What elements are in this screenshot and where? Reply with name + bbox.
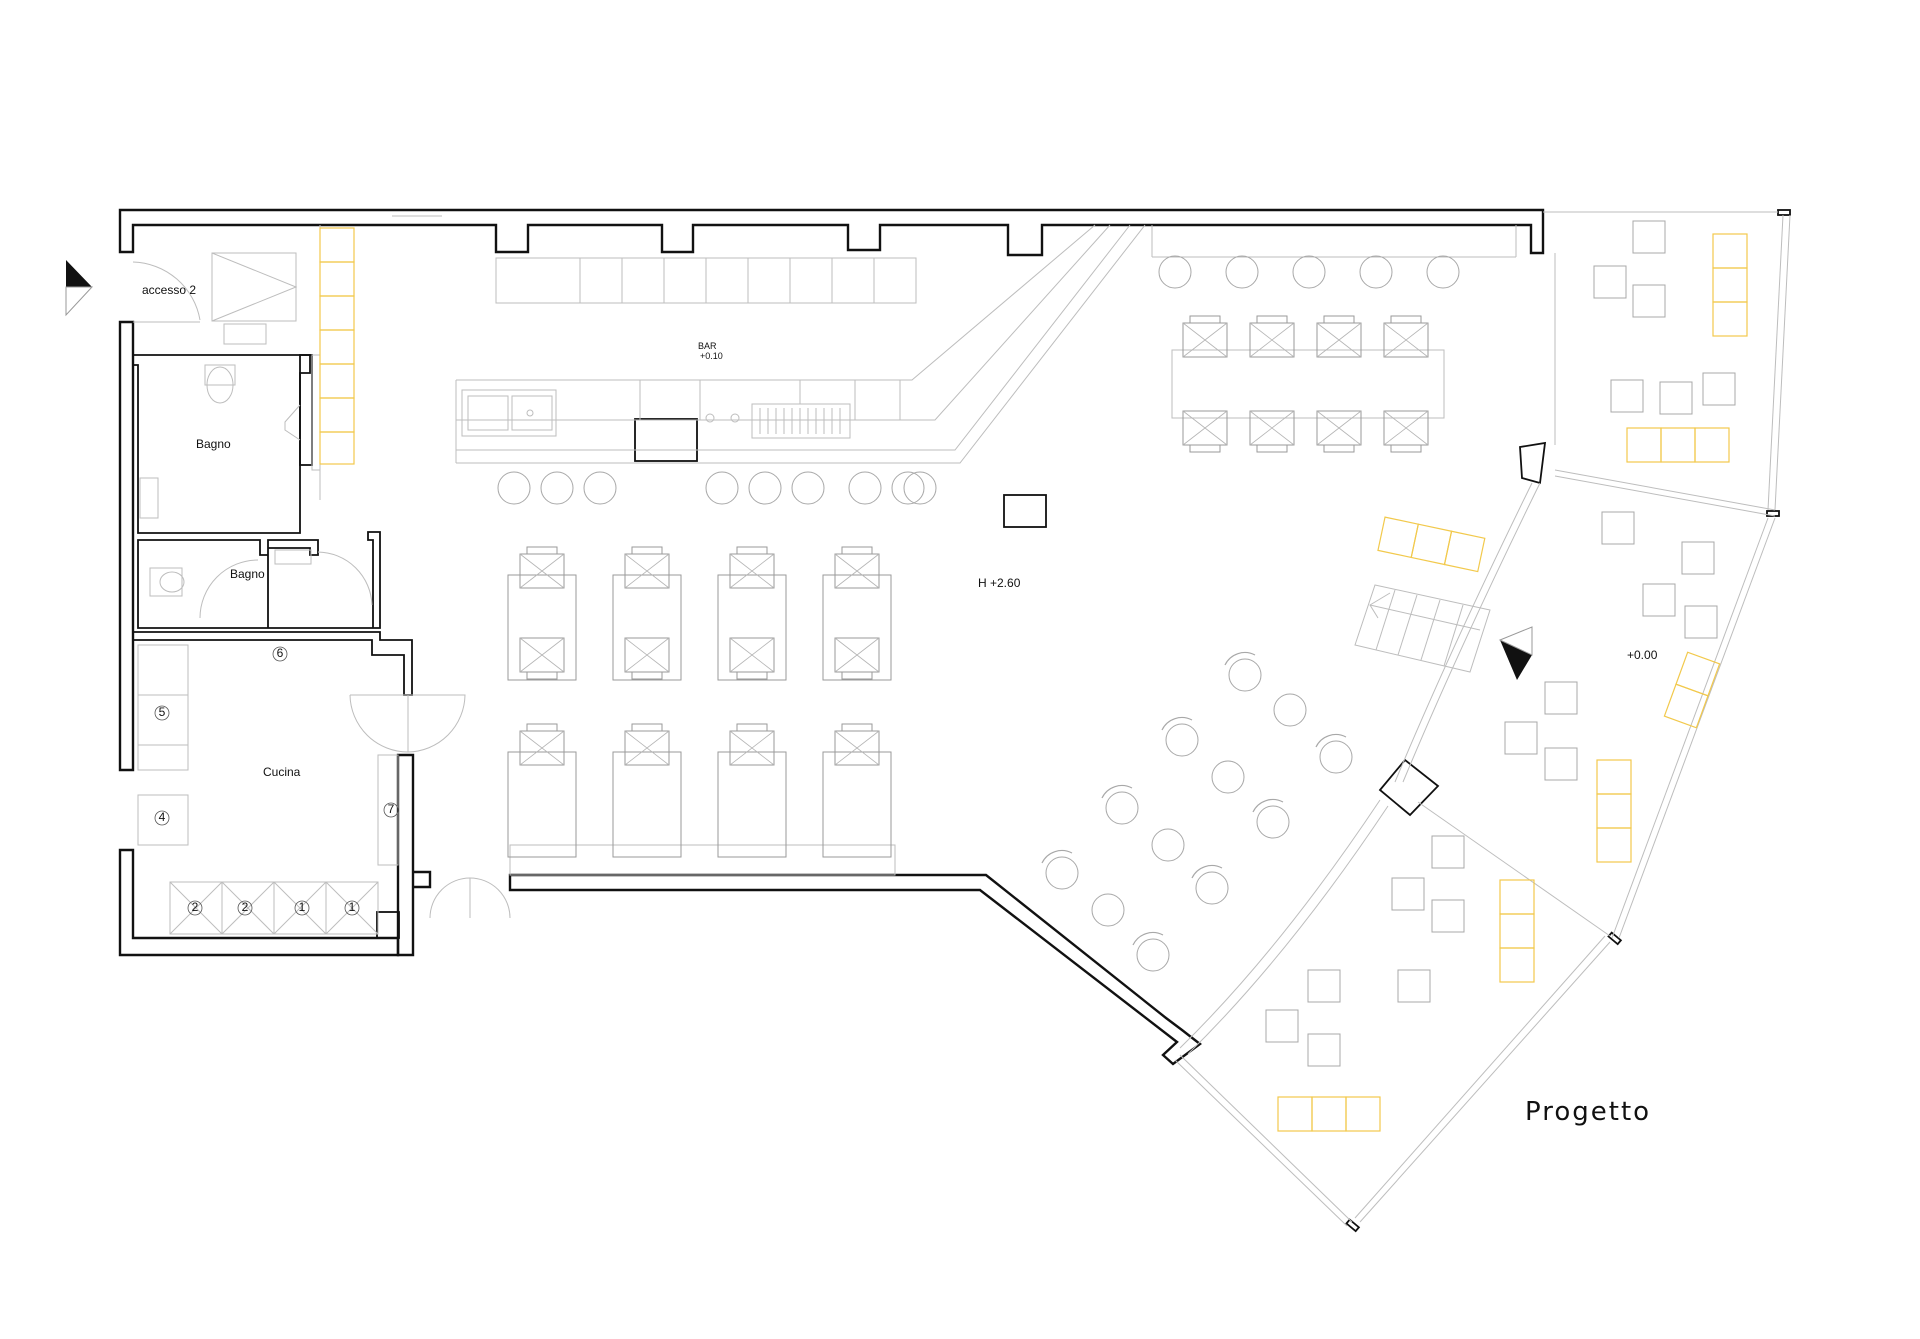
left-wall-upper: [118, 320, 135, 772]
kitchen-counter-4: [137, 794, 189, 846]
terrace-stools: [1265, 220, 1736, 1067]
bath2-sink: [274, 549, 312, 565]
bar-column: [634, 418, 698, 462]
stairs: [1354, 584, 1491, 673]
plan-title: Progetto: [1525, 1097, 1651, 1127]
inner-partitions: [133, 209, 1791, 1233]
terrace-post-5: [1607, 931, 1623, 946]
label-kitchen: Cucina: [263, 765, 301, 779]
bath2-toilet: [149, 567, 183, 597]
label-access: accesso 2: [142, 283, 196, 297]
equipment-number: 5: [159, 705, 166, 719]
bath1-sink: [284, 404, 301, 441]
bar-sink: [461, 389, 557, 437]
label-terrace-level: +0.00: [1627, 648, 1658, 662]
long-table: [1171, 349, 1445, 419]
bath2-door-arc: [199, 559, 259, 619]
terrace-post-6: [1345, 1218, 1361, 1233]
section-marker-icon: [1498, 626, 1533, 680]
equipment-number: 1: [299, 900, 306, 914]
label-bathroom-2: Bagno: [230, 567, 265, 581]
equipment-number: 1: [349, 900, 356, 914]
bench-terrace-right-2: [1596, 759, 1632, 863]
kitchen-counter-5: [137, 644, 189, 771]
terrace-post-3: [1777, 209, 1791, 216]
equipment-numbers: [154, 646, 399, 916]
bench-left: [319, 227, 355, 465]
bar-grill: [751, 403, 851, 439]
equipment-number: 7: [388, 802, 395, 816]
label-hall-height: H +2.60: [978, 576, 1021, 590]
kitchen-top-wall: [133, 631, 413, 696]
bench-stairs: [1377, 516, 1486, 573]
equipment-number: 4: [159, 810, 166, 824]
bath1-toilet-tank: [204, 364, 236, 386]
label-bathroom-1: Bagno: [196, 437, 231, 451]
benches: [319, 227, 1748, 1132]
bench-terrace-lower: [1499, 879, 1535, 983]
outer-walls: [118, 208, 1545, 1066]
hall-bottom-wall: [508, 873, 1202, 1066]
access-doormat: [223, 323, 267, 345]
access-ramp-arrow: [211, 252, 298, 322]
hall-tables: [507, 574, 892, 858]
north-arrow-icon: [65, 260, 94, 317]
bench-terrace-top: [1712, 233, 1748, 337]
hall-chairs: [519, 315, 1429, 766]
exit-door: [429, 877, 511, 919]
top-wall: [118, 208, 1545, 257]
bath2-walls: [137, 531, 381, 629]
bath2-door2-arc: [317, 551, 373, 606]
bar-counter: [456, 224, 1096, 381]
kitchen-right-wall: [396, 753, 432, 957]
terrace-post-2: [1378, 758, 1440, 817]
kitchen-column: [376, 911, 400, 939]
bench-terrace-mid: [1626, 427, 1730, 463]
access-door-arc: [132, 261, 201, 321]
access-ramp: [211, 252, 297, 322]
hall-column: [1003, 494, 1047, 528]
lounge-round-tables: [1041, 651, 1353, 972]
equipment-number: 6: [277, 646, 284, 660]
hall-sideboard: [509, 844, 896, 876]
bath1-shower: [139, 477, 159, 519]
label-bar-level: +0.10: [700, 351, 723, 361]
bath1-toilet: [206, 366, 234, 404]
bench-terrace-bottom: [1277, 1096, 1381, 1132]
equipment-number: 2: [192, 900, 199, 914]
equipment-number: 2: [242, 900, 249, 914]
label-bar: BAR: [698, 341, 717, 351]
bench-terrace-right: [1663, 651, 1721, 729]
light-lines: [132, 211, 1791, 1227]
terrace-post-1: [1519, 441, 1547, 485]
